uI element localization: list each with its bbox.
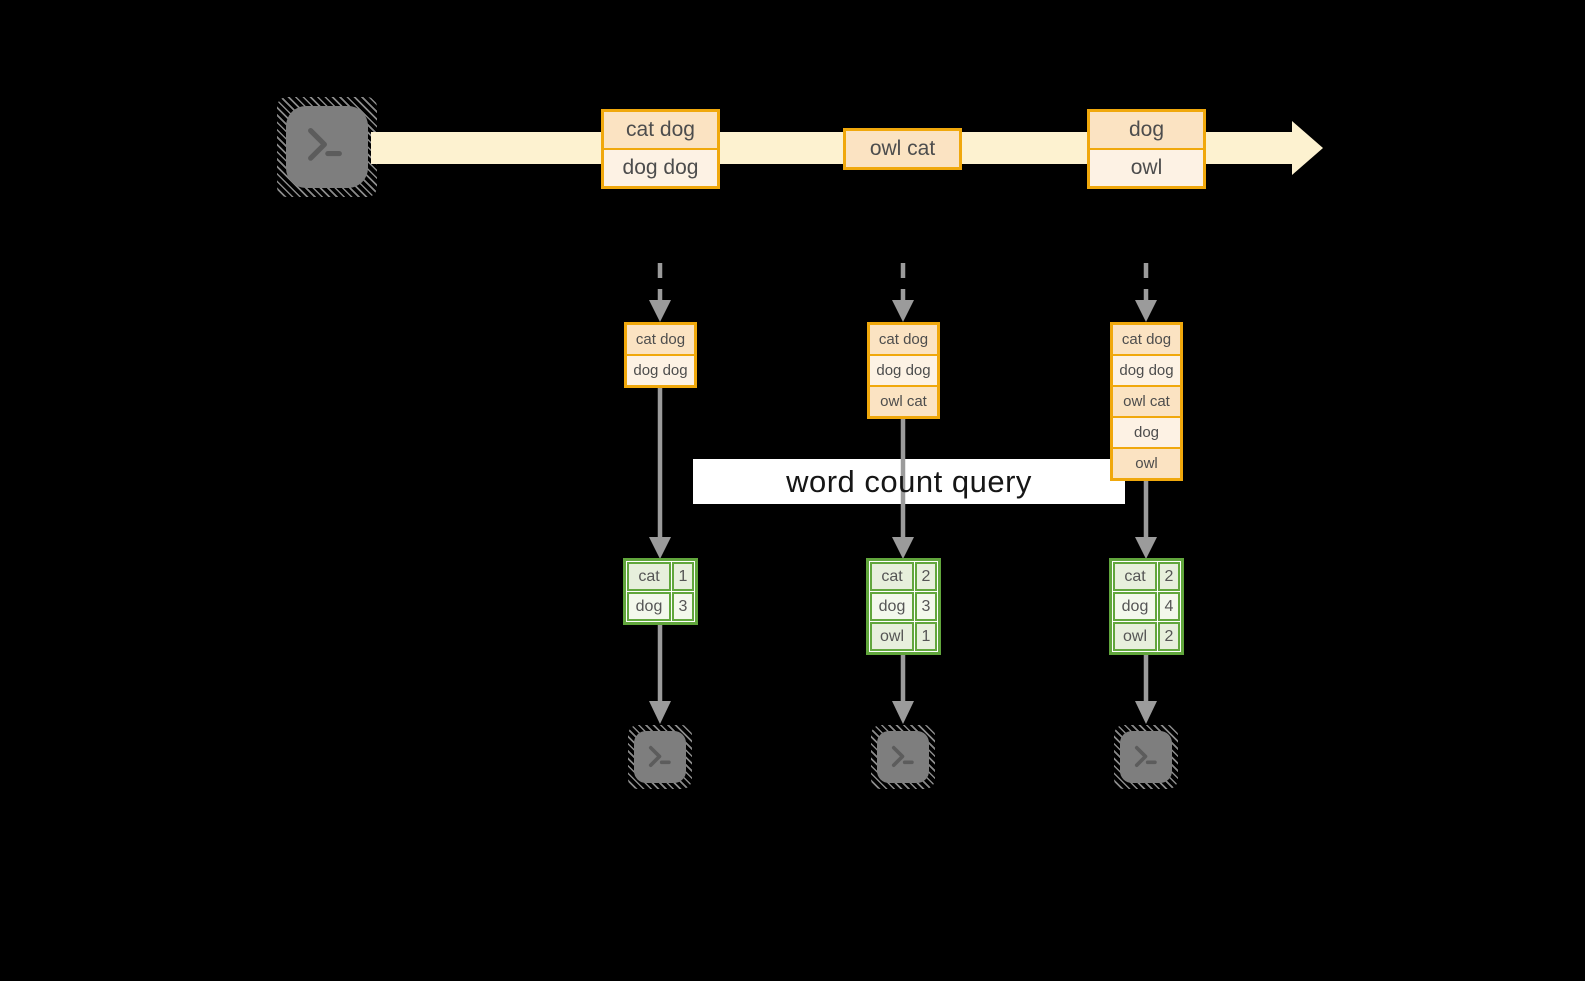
trigger-arrow-3 (1135, 263, 1157, 322)
result-word-cell: cat (870, 562, 914, 591)
query-label-band (693, 459, 1125, 504)
result-count-cell: 4 (1158, 592, 1180, 621)
result-word-cell: dog (1113, 592, 1157, 621)
input-row: owl cat (1113, 385, 1180, 416)
terminal-prompt-glyph-icon (648, 745, 671, 767)
input-row: owl (1113, 447, 1180, 478)
input-table-2: cat dog dog dog owl cat (867, 322, 940, 419)
stream-record: dog (1090, 112, 1203, 148)
input-row: cat dog (627, 325, 694, 354)
terminal-prompt-glyph-icon (308, 128, 343, 162)
input-row: cat dog (1113, 325, 1180, 354)
result-count-cell: 1 (672, 562, 694, 591)
result-count-cell: 2 (915, 562, 937, 591)
trigger-arrow-2 (892, 263, 914, 322)
input-row: dog dog (1113, 354, 1180, 385)
stream-record: cat dog (604, 112, 717, 148)
terminal-window (877, 731, 929, 783)
terminal-window (634, 731, 686, 783)
input-row: dog dog (627, 354, 694, 385)
stream-batch-2: owl cat (843, 128, 962, 170)
result-word-cell: owl (870, 622, 914, 651)
stream-timeline-arrowhead-icon (1292, 121, 1323, 175)
result-count-cell: 3 (915, 592, 937, 621)
sink-terminal-icon (628, 725, 692, 789)
query-arrow-1 (649, 388, 671, 559)
terminal-window (1120, 731, 1172, 783)
stream-batch-1: cat dog dog dog (601, 109, 720, 189)
terminal-prompt-glyph-icon (891, 745, 914, 767)
query-arrow-2 (892, 419, 914, 559)
result-count-cell: 1 (915, 622, 937, 651)
result-word-cell: cat (1113, 562, 1157, 591)
result-word-cell: owl (1113, 622, 1157, 651)
stream-batch-3: dog owl (1087, 109, 1206, 189)
result-count-cell: 2 (1158, 622, 1180, 651)
input-row: dog dog (870, 354, 937, 385)
stream-record: dog dog (604, 148, 717, 186)
input-row: cat dog (870, 325, 937, 354)
trigger-arrow-1 (649, 263, 671, 322)
output-arrow-1 (649, 625, 671, 724)
terminal-window (286, 106, 368, 188)
terminal-prompt-glyph-icon (1134, 745, 1157, 767)
result-table-2: cat 2 dog 3 owl 1 (866, 558, 941, 655)
input-table-3: cat dog dog dog owl cat dog owl (1110, 322, 1183, 481)
input-row: owl cat (870, 385, 937, 416)
result-word-cell: dog (870, 592, 914, 621)
output-arrow-2 (892, 655, 914, 724)
sink-terminal-icon (1114, 725, 1178, 789)
query-arrow-3 (1135, 481, 1157, 559)
result-count-cell: 2 (1158, 562, 1180, 591)
sink-terminal-icon (871, 725, 935, 789)
result-table-3: cat 2 dog 4 owl 2 (1109, 558, 1184, 655)
source-terminal-icon (277, 97, 377, 197)
input-row: dog (1113, 416, 1180, 447)
result-word-cell: dog (627, 592, 671, 621)
query-label: word count query (786, 463, 1032, 499)
stream-record: owl (1090, 148, 1203, 186)
result-word-cell: cat (627, 562, 671, 591)
result-table-1: cat 1 dog 3 (623, 558, 698, 625)
input-table-1: cat dog dog dog (624, 322, 697, 388)
stream-record: owl cat (846, 131, 959, 167)
output-arrow-3 (1135, 655, 1157, 724)
result-count-cell: 3 (672, 592, 694, 621)
